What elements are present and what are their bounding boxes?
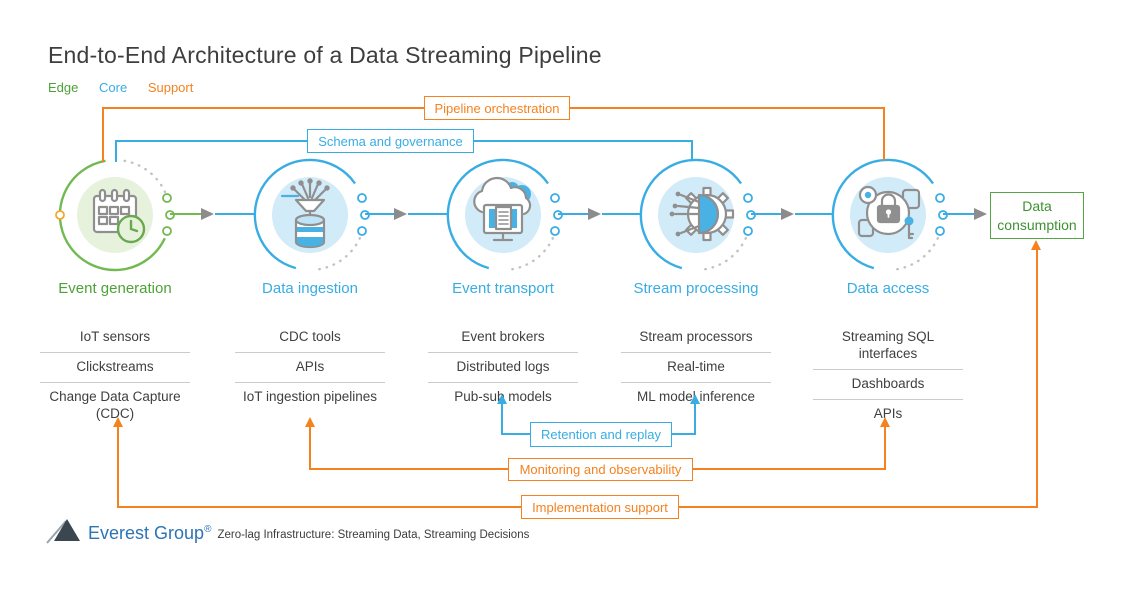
monitoring-line-left xyxy=(309,468,508,470)
flow-arrow-2 xyxy=(394,208,407,220)
monitoring-riser-right xyxy=(884,427,886,470)
brand-name: Everest Group® xyxy=(88,523,212,543)
schema-line-left xyxy=(115,140,307,142)
retention-riser-left xyxy=(501,404,503,435)
page-title: End-to-End Architecture of a Data Stream… xyxy=(48,42,602,68)
data-consumption-label: Data consumption xyxy=(997,198,1077,233)
stage-label-data-ingestion: Data ingestion xyxy=(262,280,358,297)
list-item: IoT ingestion pipelines xyxy=(242,388,378,404)
flow-arrow-1 xyxy=(201,208,214,220)
funnel-database-icon xyxy=(253,158,370,271)
flow-line-6 xyxy=(602,213,641,215)
flow-arrow-3 xyxy=(588,208,601,220)
flow-line-1 xyxy=(170,213,201,215)
lock-key-icon xyxy=(831,158,948,271)
cloud-documents-icon xyxy=(446,158,563,271)
retention-riser-right xyxy=(694,404,696,435)
legend-support: Support xyxy=(147,80,194,95)
list-item: Dashboards xyxy=(813,370,963,400)
stage-label-data-access: Data access xyxy=(846,280,930,297)
list-item: Streaming SQL interfaces xyxy=(813,323,963,370)
brand-tagline: Zero-lag Infrastructure: Streaming Data,… xyxy=(217,529,530,541)
implementation-line-right xyxy=(679,506,1038,508)
retention-replay-label: Retention and replay xyxy=(541,427,661,442)
monitoring-observability-box: Monitoring and observability xyxy=(508,458,693,481)
pipeline-orchestration-box: Pipeline orchestration xyxy=(424,96,570,120)
implementation-line-left xyxy=(117,506,521,508)
list-item: Event brokers xyxy=(428,323,578,353)
list-event-transport: Event brokers Distributed logs Pub-sub m… xyxy=(428,323,578,412)
list-item: Clickstreams xyxy=(40,353,190,383)
stage-label-event-generation: Event generation xyxy=(58,280,172,297)
implementation-support-box: Implementation support xyxy=(521,495,679,519)
flow-line-4 xyxy=(408,213,448,215)
legend-core: Core xyxy=(99,80,128,95)
monitoring-line-right xyxy=(693,468,886,470)
flow-arrow-4 xyxy=(781,208,794,220)
implementation-arrow-left xyxy=(113,417,123,427)
everest-mountain-icon xyxy=(46,519,80,544)
stage-label-stream-processing: Stream processing xyxy=(633,280,759,297)
retention-line-left xyxy=(501,433,530,435)
schema-governance-label: Schema and governance xyxy=(318,133,463,149)
schema-line-right-drop xyxy=(691,140,693,161)
flow-line-5 xyxy=(558,213,588,215)
schema-governance-box: Schema and governance xyxy=(307,129,474,153)
list-data-access: Streaming SQL interfaces Dashboards APIs xyxy=(813,323,963,429)
flow-line-8 xyxy=(795,213,833,215)
list-data-ingestion: CDC tools APIs IoT ingestion pipelines xyxy=(235,323,385,412)
list-item: Distributed logs xyxy=(428,353,578,383)
flow-line-2 xyxy=(215,213,255,215)
flow-arrow-5 xyxy=(974,208,987,220)
implementation-arrow-consumption xyxy=(1031,240,1041,250)
flow-line-9 xyxy=(943,213,974,215)
implementation-riser-left xyxy=(117,427,119,508)
monitoring-arrow-right xyxy=(880,417,890,427)
gear-circuit-icon xyxy=(639,158,756,271)
stage-label-event-transport: Event transport xyxy=(452,280,554,297)
retention-replay-box: Retention and replay xyxy=(530,422,672,447)
pipeline-line-left xyxy=(103,107,424,109)
list-item: Change Data Capture (CDC) xyxy=(49,388,181,421)
list-item: CDC tools xyxy=(235,323,385,353)
legend: Edge Core Support xyxy=(48,80,210,95)
pipeline-line-left-drop xyxy=(102,107,104,162)
list-item: IoT sensors xyxy=(40,323,190,353)
pipeline-orchestration-label: Pipeline orchestration xyxy=(434,100,560,116)
flow-line-7 xyxy=(751,213,781,215)
monitoring-riser-left xyxy=(309,427,311,470)
list-item: Real-time xyxy=(621,353,771,383)
list-item: APIs xyxy=(873,405,903,421)
implementation-support-label: Implementation support xyxy=(532,499,668,515)
footer-brand: Everest Group® Zero-lag Infrastructure: … xyxy=(46,514,529,544)
monitoring-arrow-left xyxy=(305,417,315,427)
implementation-riser-right xyxy=(1036,250,1038,508)
legend-edge: Edge xyxy=(48,80,79,95)
list-item: APIs xyxy=(235,353,385,383)
schema-line-right xyxy=(474,140,693,142)
flow-line-3 xyxy=(365,213,394,215)
list-event-generation: IoT sensors Clickstreams Change Data Cap… xyxy=(40,323,190,429)
monitoring-observability-label: Monitoring and observability xyxy=(519,462,682,477)
pipeline-line-right-drop xyxy=(883,107,885,161)
retention-arrow-right xyxy=(690,394,700,404)
calendar-clock-icon xyxy=(55,159,175,272)
retention-line-right xyxy=(672,433,696,435)
schema-line-left-drop xyxy=(115,140,117,162)
list-item: Stream processors xyxy=(621,323,771,353)
pipeline-line-right xyxy=(570,107,885,109)
retention-arrow-left xyxy=(497,394,507,404)
data-consumption-box: Data consumption xyxy=(990,192,1084,239)
